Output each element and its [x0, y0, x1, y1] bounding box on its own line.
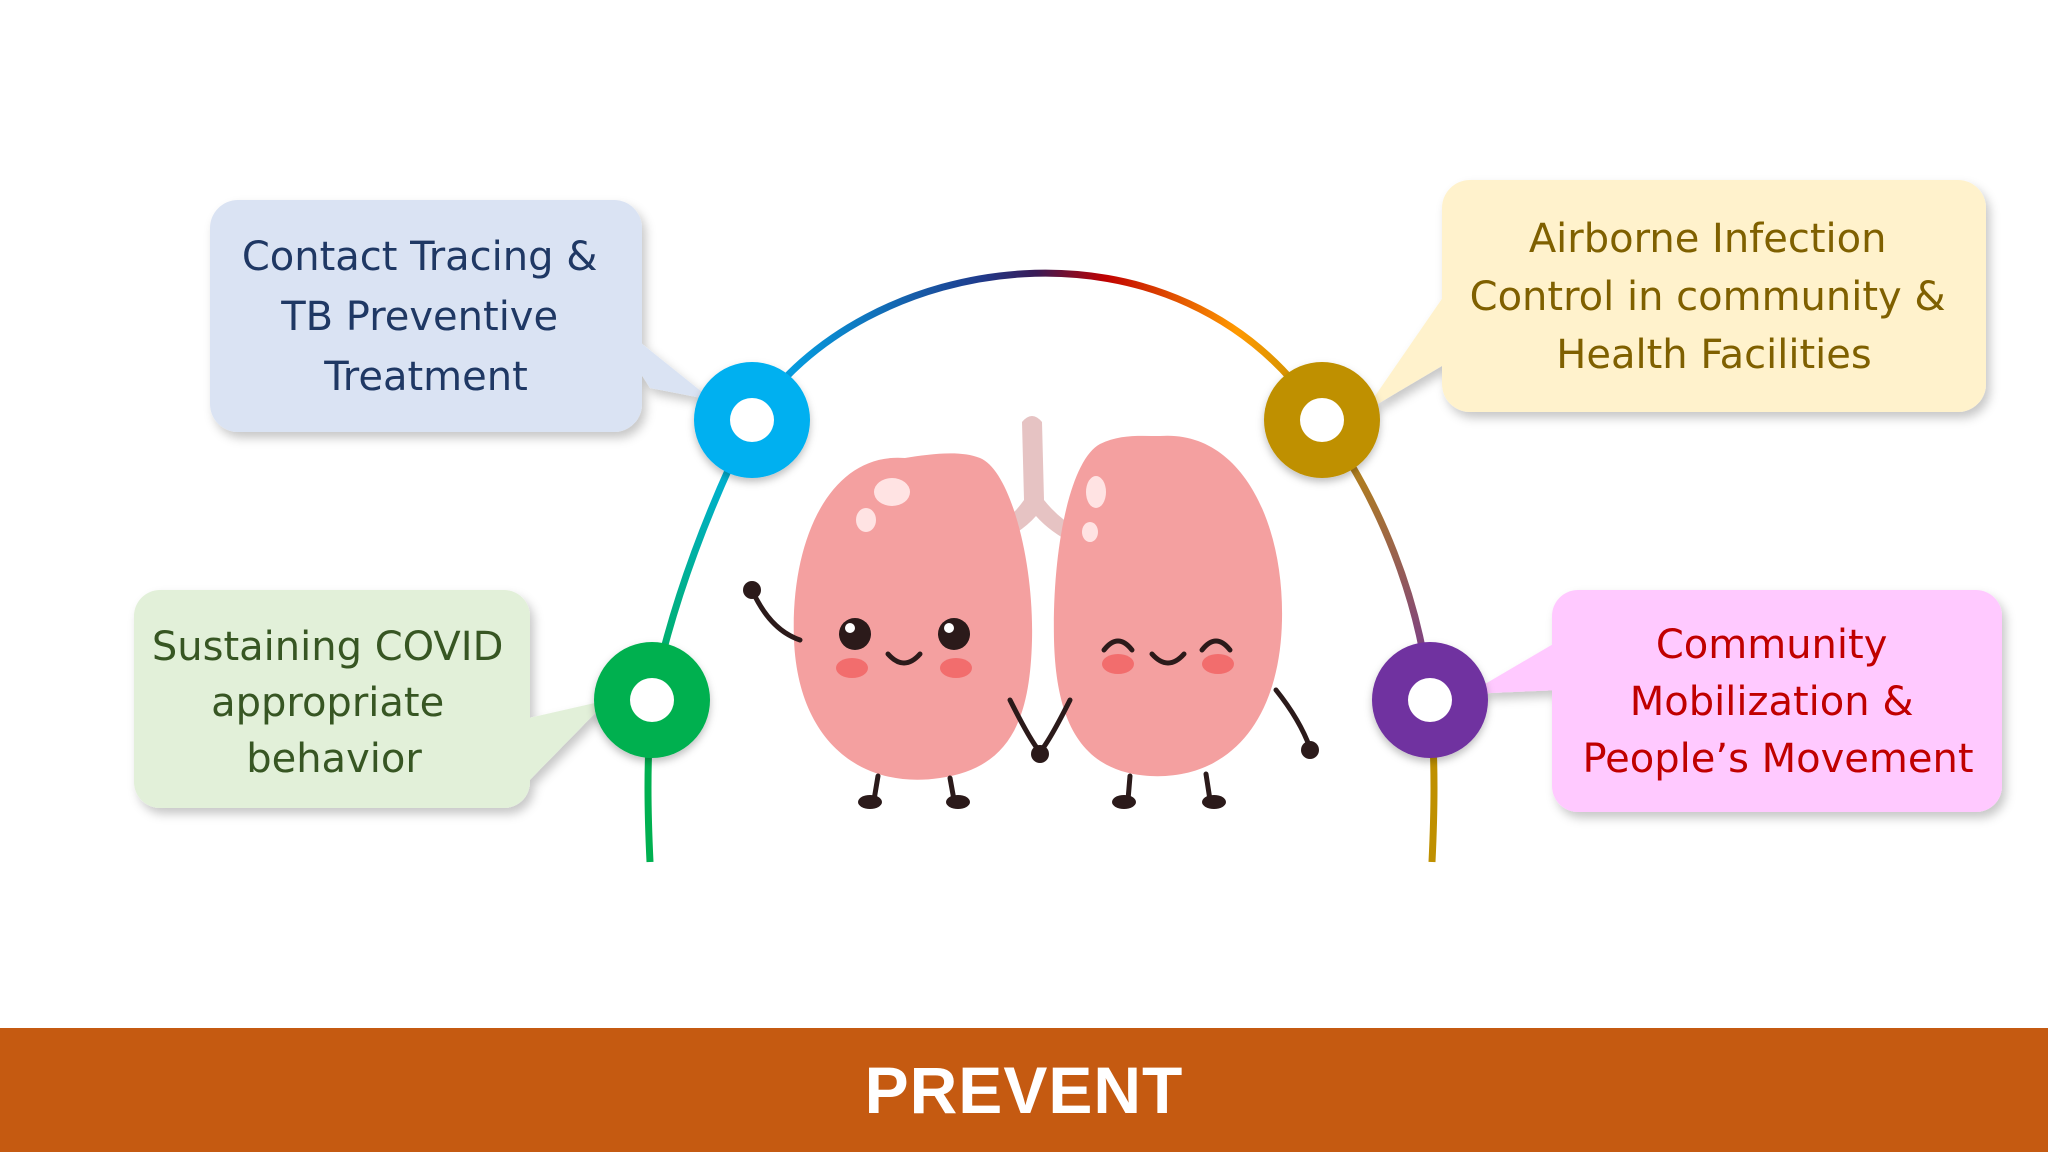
node-airborne	[1264, 362, 1380, 478]
callout-community	[1468, 590, 2002, 812]
trachea-shape	[990, 416, 1080, 544]
timeline-arc	[644, 269, 1438, 863]
callout-covid-pointer	[520, 700, 608, 790]
callout-community-line-2: Mobilization &	[1630, 679, 1914, 725]
left-mouth	[885, 651, 923, 666]
callout-community-text: Community Mobilization & People’s Moveme…	[1582, 622, 1973, 782]
right-mouth	[1149, 651, 1187, 666]
callout-airborne	[1364, 180, 1986, 412]
right-lung-highlight-1	[1086, 476, 1106, 508]
callout-community-line-3: People’s Movement	[1582, 736, 1973, 782]
callout-airborne-box	[1442, 180, 1986, 412]
left-lung-highlight-2	[856, 508, 876, 532]
callout-community-box	[1552, 590, 2002, 812]
callout-airborne-line-1: Airborne Infection	[1529, 216, 1887, 262]
footer-title: PREVENT	[864, 1053, 1184, 1127]
callout-contact-tracing-line-3: Treatment	[323, 354, 528, 400]
node-community	[1372, 642, 1488, 758]
callout-contact-tracing-line-2: TB Preventive	[280, 294, 558, 340]
callout-airborne-pointer	[1364, 290, 1452, 412]
left-eye-1	[839, 618, 871, 650]
right-cheek-2	[1202, 654, 1234, 674]
right-lung-highlight-2	[1082, 522, 1098, 542]
left-cheek-2	[940, 658, 972, 678]
callout-contact-tracing-box	[210, 200, 642, 432]
lungs-mascot-illustration	[743, 416, 1319, 809]
node-covid	[594, 642, 710, 758]
node-contact-tracing	[694, 362, 810, 478]
right-eye-2	[1199, 638, 1233, 653]
footer-banner: PREVENT	[0, 1028, 2048, 1152]
callout-covid-text: Sustaining COVID appropriate behavior	[152, 624, 516, 782]
callout-covid	[134, 590, 608, 808]
left-cheek-1	[836, 658, 868, 678]
callout-covid-line-1: Sustaining COVID	[152, 624, 503, 670]
arc-top-segment	[749, 269, 1325, 422]
right-arm	[1273, 687, 1313, 751]
left-waving-arm	[749, 587, 803, 643]
right-lung-shape	[1053, 435, 1283, 777]
callout-contact-tracing	[210, 200, 712, 432]
right-cheek-1	[1102, 654, 1134, 674]
callout-airborne-line-2: Control in community &	[1470, 274, 1946, 320]
callout-contact-tracing-text: Contact Tracing & TB Preventive Treatmen…	[242, 234, 610, 400]
callout-covid-line-3: behavior	[246, 736, 422, 782]
callout-contact-tracing-line-1: Contact Tracing &	[242, 234, 598, 280]
right-eye-1	[1101, 638, 1135, 653]
left-eye-2	[938, 618, 970, 650]
callout-airborne-text: Airborne Infection Control in community …	[1470, 216, 1959, 378]
left-lung-shape	[793, 453, 1033, 780]
callout-community-pointer	[1468, 640, 1560, 694]
callout-covid-line-2: appropriate	[211, 680, 444, 726]
callout-community-line-1: Community	[1656, 622, 1888, 668]
callout-airborne-line-3: Health Facilities	[1556, 332, 1872, 378]
callout-covid-box	[134, 590, 530, 808]
left-lung-highlight-1	[874, 478, 910, 506]
